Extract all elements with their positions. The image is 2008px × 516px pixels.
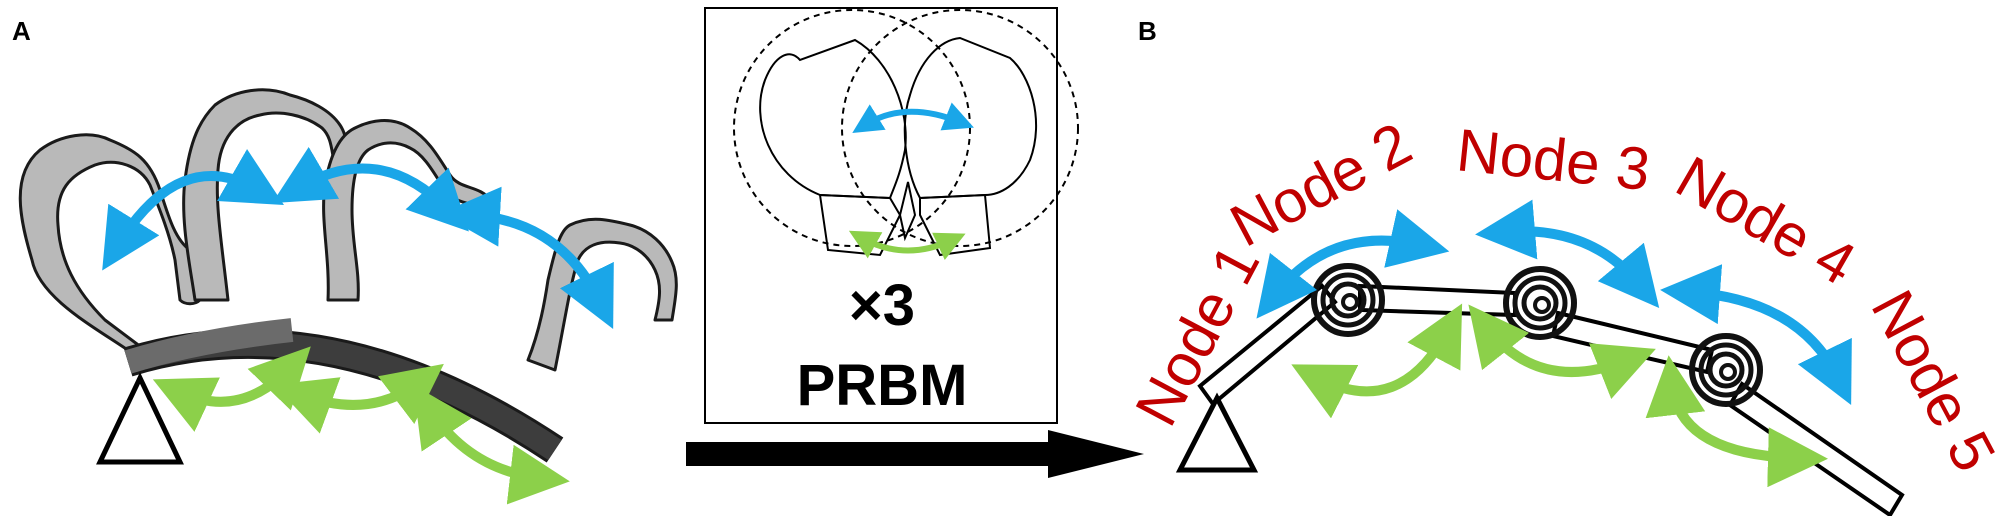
double-headed-arc-arrow-icon [1475,199,1660,309]
base-arc-light-segment [124,318,294,374]
node-5-label: Node 5 [1859,280,2008,482]
torsion-spring-icon [1311,263,1385,337]
main-arrow-shaft [686,442,1051,466]
prbm-title: PRBM [797,353,968,418]
springs [1311,263,1763,407]
double-headed-arc-arrow-icon [413,385,570,505]
triangle-support-icon [96,372,184,465]
base-arc [123,318,564,463]
blue-rotation-arrows [102,146,614,329]
finger-1 [18,133,202,357]
main-arrow [686,430,1144,478]
double-headed-arc-arrow-icon [1645,355,1828,488]
double-headed-arc-arrow-icon [848,230,966,260]
double-headed-arc-arrow-icon [273,363,444,434]
lobe-left [759,38,907,200]
torsion-spring-icon [1503,266,1577,340]
triangle-support-icon [1175,392,1259,473]
node-3-label: Node 3 [1454,116,1653,203]
links [1197,283,1905,516]
link-3 [1550,310,1715,375]
double-headed-arc-arrow-icon [152,346,311,432]
double-headed-arc-arrow-icon [1291,303,1463,419]
green-rotation-arrows-b [1291,303,1828,488]
dashed-circle-right [841,9,1079,247]
double-headed-arc-arrow-icon [440,186,614,329]
finger-3 [322,119,492,302]
panel-b-letter: B [1138,16,1157,46]
panel-a-letter: A [12,16,31,46]
double-headed-arc-arrow-icon [1468,304,1656,399]
center-pivot [898,181,917,242]
node-4-label: Node 4 [1666,143,1867,298]
main-arrow-head [1048,430,1144,478]
fingers [18,88,678,372]
prbm-multiplier: ×3 [849,273,915,338]
torsion-spring-icon [1689,333,1763,407]
double-headed-arc-arrow-icon [272,146,469,232]
prbm-box: ×3 PRBM [704,7,1079,424]
panel-a: A [12,16,678,505]
prbm-frame [704,7,1058,424]
panel-b: B [1122,16,2008,516]
double-headed-arc-arrow-icon [102,149,284,271]
green-rotation-arrows [152,346,570,505]
node-1-label: Node 1 [1122,234,1272,436]
double-headed-arc-arrow-icon [1256,209,1450,319]
double-headed-arc-arrow-icon [852,102,974,133]
